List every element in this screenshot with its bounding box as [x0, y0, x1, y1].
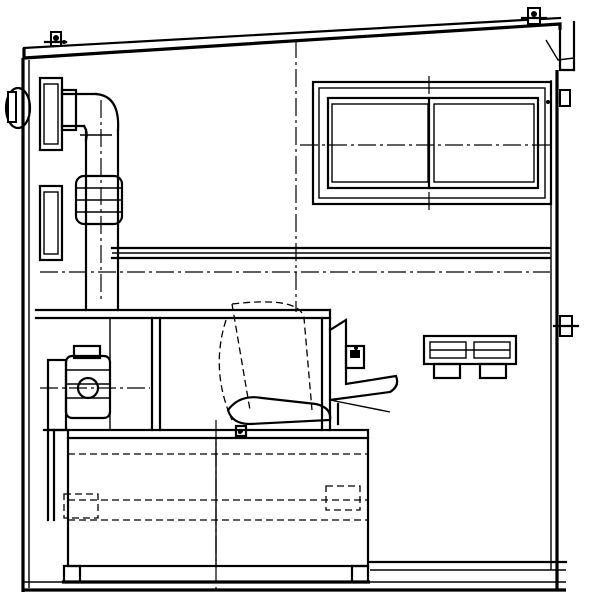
wall-rail [40, 246, 552, 273]
motor [40, 344, 150, 432]
lifting-lug-left [43, 31, 68, 47]
lifting-lug-right [520, 7, 548, 25]
operator-seat [218, 301, 332, 438]
control-console [328, 318, 399, 426]
base-tank [42, 420, 370, 590]
window [300, 76, 553, 214]
wall-vent [422, 334, 518, 380]
bolt-symbols [62, 40, 550, 434]
exhaust-pipe [4, 76, 124, 312]
door-handle [552, 89, 580, 337]
